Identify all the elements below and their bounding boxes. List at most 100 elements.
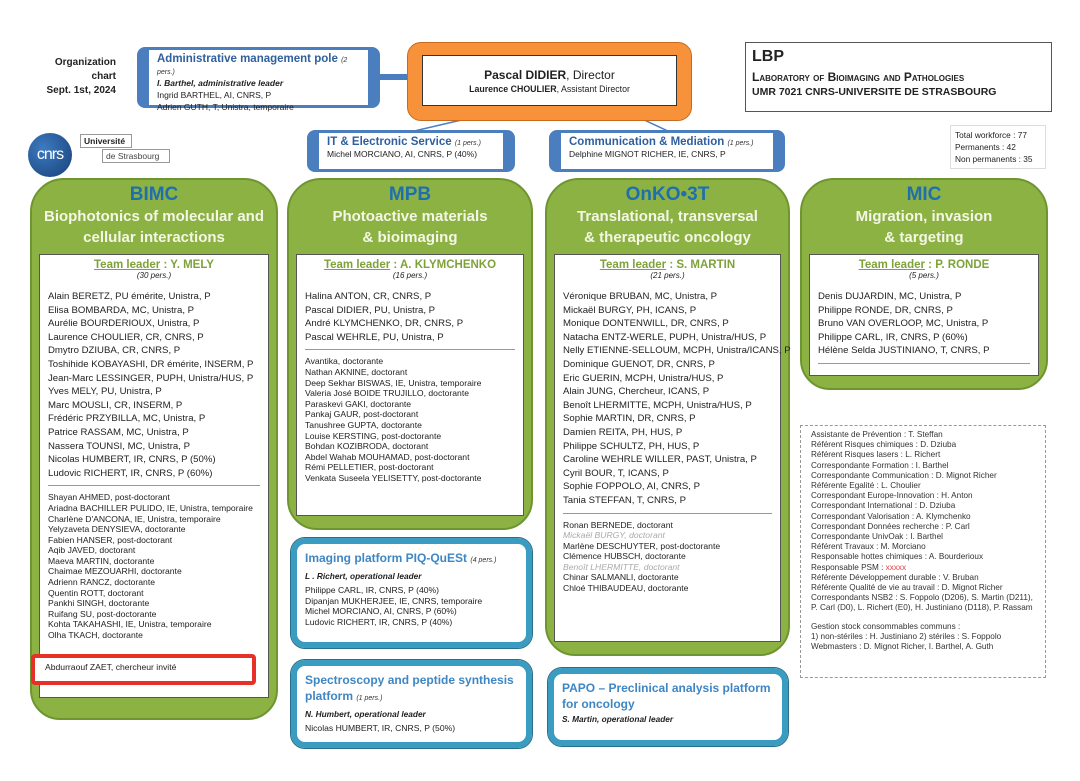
platform-title: Spectroscopy and peptide synthesis platf… xyxy=(305,673,514,703)
member-item: Benoît LHERMITTE, MCPH, Unistra/HUS, P xyxy=(563,399,752,411)
platform-spectroscopy: Spectroscopy and peptide synthesis platf… xyxy=(290,659,533,749)
team-leader: Team leader : S. MARTIN xyxy=(563,259,772,271)
chart-label-line: chart xyxy=(91,71,116,82)
member-item: Marlène DESCHUYTER, post-doctorante xyxy=(563,540,721,551)
member-item: Monique DONTENWILL, DR, CNRS, P xyxy=(563,318,729,330)
stock-line: 1) non-stériles : H. Justiniano 2) stéri… xyxy=(811,631,1002,641)
team-leader-label: Team leader xyxy=(858,259,925,271)
team-leader-label: Team leader xyxy=(323,259,391,271)
member-item: Chinar SALMANLI, doctorante xyxy=(563,572,679,583)
guest-member: Abdurraouf ZAET, chercheur invité xyxy=(45,662,177,672)
team-leader: Team leader : A. KLYMCHENKO xyxy=(305,259,515,271)
team-count: (30 pers.) xyxy=(136,271,172,280)
team-leader-label: Team leader xyxy=(599,259,667,271)
platform-count: (1 pers.) xyxy=(356,695,383,702)
role-line: Correspondante UnivOak : I. Barthel xyxy=(811,532,943,542)
team-count: (5 pers.) xyxy=(909,271,939,280)
member-item: Mickaël BURGY, doctorant xyxy=(563,530,665,541)
member-item: Valeria José BOIDE TRUJILLO, doctorante xyxy=(305,388,469,399)
guest-highlight: Abdurraouf ZAET, chercheur invité xyxy=(31,654,256,685)
member-item: Mickaël BURGY, PH, ICANS, P xyxy=(563,304,697,316)
member-item: Philippe RONDE, DR, CNRS, P xyxy=(818,304,953,316)
platform-papo: PAPO – Preclinical analysis platform for… xyxy=(547,667,789,747)
member-item: Philippe SCHULTZ, PH, HUS, P xyxy=(563,440,700,452)
member-item: Louise KERSTING, post-doctorante xyxy=(305,430,442,441)
communication-title: Communication & Mediation xyxy=(569,136,725,148)
team-acronym: BIMC xyxy=(129,184,179,205)
role-line: Responsable PSM : xxxxx xyxy=(811,563,1035,573)
member-item: Nicolas HUMBERT, IR, CNRS, P (50%) xyxy=(48,454,216,466)
divider xyxy=(305,349,515,351)
member-item: Frédéric PRZYBILLA, MC, Unistra, P xyxy=(48,413,206,425)
member-item: Ruifang SU, post-doctorante xyxy=(48,608,157,619)
member-item: Maeva MARTIN, doctorante xyxy=(48,555,155,566)
member-item: Sophie MARTIN, DR, CNRS, P xyxy=(563,413,696,425)
member-item: Pascal DIDIER, PU, Unistra, P xyxy=(305,304,436,316)
member-item: Shayan AHMED, post-doctorant xyxy=(48,492,170,503)
member-item: Patrice RASSAM, MC, Unistra, P xyxy=(48,426,189,438)
role-line: Correspondant International : D. Dziuba xyxy=(811,501,956,511)
team-acronym: OnKO•3T xyxy=(625,184,710,205)
member-item: Toshihide KOBAYASHI, DR émérite, INSERM,… xyxy=(48,358,254,370)
member-item: Laurence CHOULIER, CR, CNRS, P xyxy=(48,331,204,343)
team-leader-name: : S. MARTIN xyxy=(666,259,736,271)
chart-date: Sept. 1st, 2024 xyxy=(46,85,116,96)
team-leader-label: Team leader xyxy=(94,259,161,271)
member-item: Adrienn RANCZ, doctorante xyxy=(48,577,155,588)
stock-line: Gestion stock consommables communs : xyxy=(811,621,961,631)
member-item: Eric GUERIN, MCPH, Unistra/HUS, P xyxy=(563,372,724,384)
stat-total: Total workforce : 77 xyxy=(955,130,1027,140)
member-item: Pascal WEHRLE, PU, Unistra, P xyxy=(305,331,444,343)
member-item: Tanushree GUPTA, doctorante xyxy=(305,419,422,430)
team-acronym: MIC xyxy=(906,184,942,205)
member-item: Cyril BOUR, T, ICANS, P xyxy=(563,467,669,479)
team-count: (16 pers.) xyxy=(392,271,428,280)
university-logo: Université de Strasbourg xyxy=(80,134,170,168)
it-service-box: IT & Electronic Service (1 pers.) Michel… xyxy=(307,130,515,172)
member-item: Kohta TAKAHASHI, IE, Unistra, temporaire xyxy=(48,619,212,630)
member-item: Aqib JAVED, doctorant xyxy=(48,545,136,556)
platform-member: Philippe CARL, IR, CNRS, P (40%) xyxy=(305,585,440,595)
member-item: Alain JUNG, Chercheur, ICANS, P xyxy=(563,386,710,398)
member-item: Bohdan KOZIBRODA, doctorant xyxy=(305,441,429,452)
admin-member: Adrien GUTH, T, Unistra, temporaire xyxy=(157,102,294,112)
member-item: Denis DUJARDIN, MC, Unistra, P xyxy=(818,291,962,302)
team-subtitle: & targeting xyxy=(884,229,964,246)
it-service-count: (1 pers.) xyxy=(454,140,481,147)
member-item: Yves MELY, PU, Unistra, P xyxy=(48,386,162,398)
communication-member: Delphine MIGNOT RICHER, IE, CNRS, P xyxy=(569,149,726,159)
divider xyxy=(48,485,260,487)
member-item: Abdel Wahab MOUHAMAD, post-doctorant xyxy=(305,451,470,462)
member-item: Tania STEFFAN, T, CNRS, P xyxy=(563,494,686,506)
role-line: Correspondant Données recherche : P. Car… xyxy=(811,521,970,531)
team-acronym: MPB xyxy=(388,184,432,205)
member-item: Ronan BERNEDE, doctorant xyxy=(563,519,673,530)
member-item: Ariadna BACHILLER PULIDO, IE, Unistra, t… xyxy=(48,502,253,513)
stat-permanents: Permanents : 42 xyxy=(955,142,1016,152)
member-item: Chloé THIBAUDEAU, doctorante xyxy=(563,583,689,594)
lab-name: Laboratory of Bioimaging and Pathologies xyxy=(752,70,965,84)
stock-line: Webmasters : D. Mignot Richer, I. Barthe… xyxy=(811,642,994,652)
chart-label-line: Organization xyxy=(54,57,116,68)
platform-member: Nicolas HUMBERT, IR, CNRS, P (50%) xyxy=(305,723,456,733)
admin-pole-count: (2 pers.) xyxy=(157,57,348,76)
director-role: , Director xyxy=(566,68,615,82)
platform-title: Imaging platform PIQ-QuESt xyxy=(305,551,468,565)
team-subtitle: & bioimaging xyxy=(362,229,458,246)
platform-title: PAPO – Preclinical analysis platform for… xyxy=(562,681,771,711)
member-item: Yelyzaveta DENYSIEVA, doctorante xyxy=(48,524,186,535)
it-service-member: Michel MORCIANO, AI, CNRS, P (40%) xyxy=(327,149,478,159)
member-item: Elisa BOMBARDA, MC, Unistra, P xyxy=(48,304,195,316)
team-subtitle: Translational, transversal xyxy=(577,208,758,225)
psm-label: Responsable PSM : xyxy=(811,562,886,572)
platform-count: (4 pers.) xyxy=(470,557,497,564)
role-line: Référente Qualité de vie au travail : D.… xyxy=(811,583,1003,593)
team-leader: Team leader : P. RONDE xyxy=(818,259,1030,271)
